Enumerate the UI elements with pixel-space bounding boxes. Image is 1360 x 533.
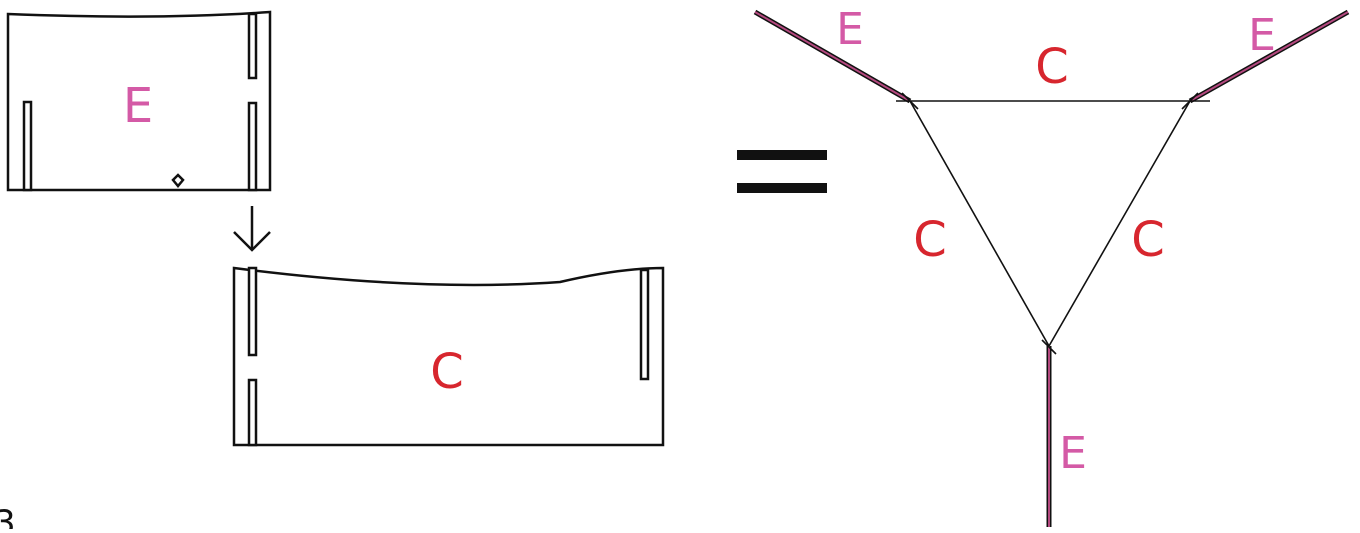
top-sheet-slot-right-lower (247, 101, 258, 192)
leg-upper-right-label: E (1248, 10, 1276, 61)
top-sheet-outline (6, 10, 272, 192)
leg-upper-left (753, 9, 912, 104)
bottom-sheet-slot-left-upper (247, 266, 258, 357)
corner-label: 3 (0, 503, 16, 529)
vertex-ticks (901, 92, 1199, 355)
down-arrow (233, 206, 271, 252)
top-sheet: E (6, 10, 272, 192)
leg-upper-left-label: E (836, 4, 864, 55)
bottom-sheet-slot-left-lower (247, 378, 258, 447)
top-sheet-label: E (123, 78, 153, 134)
top-sheet-slot-left (22, 100, 33, 192)
equals-sign (737, 150, 827, 193)
bottom-sheet-label: C (430, 344, 464, 400)
edge-left-label: C (913, 212, 947, 268)
edge-right (1048, 100, 1191, 347)
triangle-graph: C C C E E E (753, 4, 1350, 527)
bottom-sheet-outline (232, 266, 665, 447)
bottom-sheet-slot-right (639, 268, 650, 381)
edge-top-label: C (1035, 39, 1069, 95)
bottom-sheet: C (232, 266, 665, 447)
edge-left (909, 100, 1050, 347)
diamond-mark (171, 173, 185, 188)
top-sheet-slot-right-upper (247, 12, 258, 80)
leg-bottom-label: E (1059, 428, 1087, 479)
leg-upper-right (1188, 9, 1350, 104)
edge-right-label: C (1131, 212, 1165, 268)
